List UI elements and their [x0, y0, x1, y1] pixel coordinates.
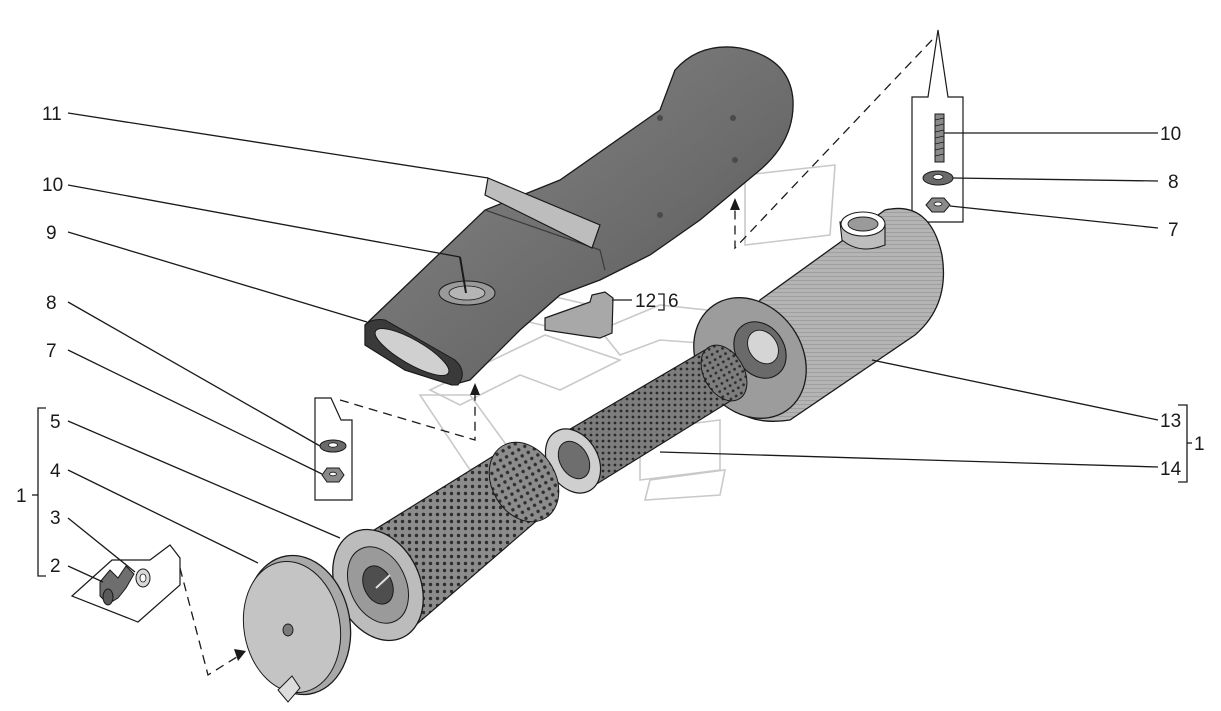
- callout-3: 3: [50, 508, 61, 529]
- callout-7-left: 7: [46, 341, 57, 362]
- inner-filter-element: [544, 344, 748, 494]
- arrow-right-icon: [234, 649, 246, 661]
- callout-8-right: 8: [1168, 172, 1179, 193]
- arrow-up-icon: [470, 383, 480, 395]
- inset-hardware-left: [314, 397, 353, 501]
- callout-4: 4: [50, 461, 61, 482]
- dashed-link-hardware-left: [339, 392, 476, 441]
- callout-5: 5: [50, 412, 61, 433]
- dashed-link-hardware-right: [734, 39, 933, 250]
- callout-2: 2: [50, 556, 61, 577]
- group-1-bracket-right: [1178, 404, 1192, 483]
- callout-14: 14: [1160, 459, 1182, 480]
- callout-6: 6: [668, 291, 679, 312]
- end-cover: [242, 554, 352, 703]
- callout-1-left: 1: [16, 486, 27, 507]
- leader-lines: [67, 112, 1159, 583]
- callout-10-right: 10: [1160, 124, 1181, 145]
- inset-hardware-right: [911, 29, 964, 223]
- dashed-link-wingnut: [179, 567, 241, 677]
- callout-10-left: 10: [42, 175, 63, 196]
- callout-labels: 11 10 9 8 7 5 4 3 2 1 12 6 10 8 7 13 14 …: [16, 104, 1205, 577]
- callout-1-right: 1: [1194, 434, 1205, 455]
- callout-11: 11: [42, 104, 62, 125]
- inset-wingnut: [70, 544, 181, 623]
- callout-12: 12: [635, 291, 656, 312]
- callout-13: 13: [1160, 411, 1181, 432]
- clamp-strap: [484, 177, 601, 249]
- group-1-bracket-left: [32, 407, 46, 577]
- mounting-bracket: [544, 291, 614, 339]
- arrow-up-icon: [730, 198, 740, 210]
- outer-filter-element: [332, 441, 560, 642]
- callout-7-right: 7: [1168, 220, 1179, 241]
- group-6-bracket: [658, 293, 665, 311]
- callout-9: 9: [46, 223, 57, 244]
- callout-8-left: 8: [46, 293, 57, 314]
